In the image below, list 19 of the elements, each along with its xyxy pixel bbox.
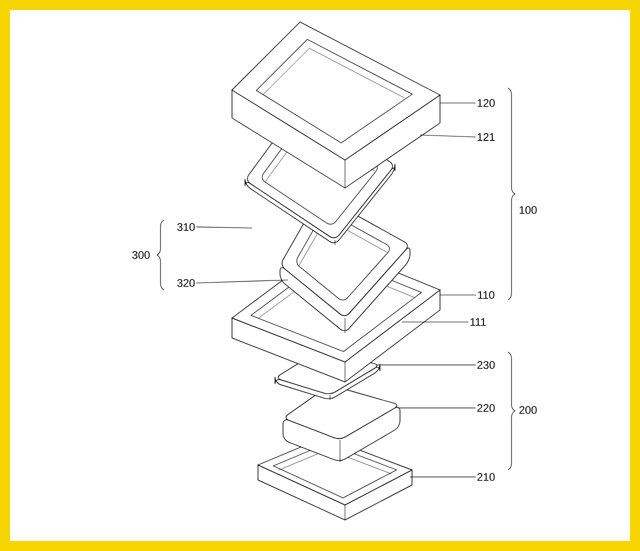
leader-line [440,294,476,296]
callout-number: 110 [478,291,494,299]
leader-line [420,134,476,138]
leader-line [196,226,252,228]
leader-line [376,364,476,366]
callout-number: 121 [478,133,495,141]
callout-number: 230 [477,361,495,369]
leader-line [440,102,476,104]
callout-number: 300 [132,251,150,259]
callout-number: 100 [520,206,537,214]
callout-number: 200 [519,406,537,414]
callout-number: 210 [477,473,495,481]
callout-number: 120 [478,99,495,107]
callout-number: 310 [177,223,195,231]
leader-line [196,280,288,284]
callout-number: 111 [470,318,486,326]
callout-number: 320 [177,279,195,287]
callout-number: 220 [477,404,495,412]
leader-line [410,476,476,478]
